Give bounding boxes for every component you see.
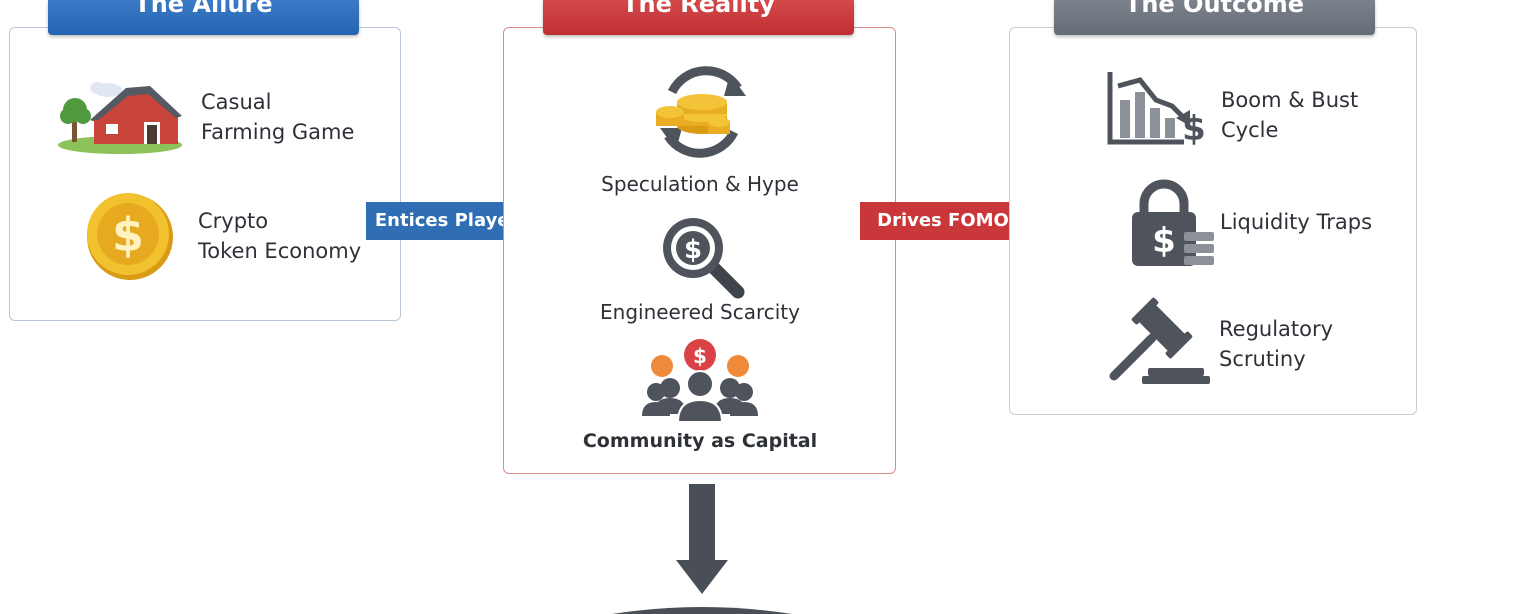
- allure-title: The Allure: [134, 0, 273, 18]
- allure-item-2-line1: Crypto: [198, 209, 269, 233]
- reality-item-1-label: Speculation & Hype: [601, 172, 799, 196]
- outcome-item-3-text: Regulatory Scrutiny: [1219, 314, 1333, 374]
- outcome-item-1-line1: Boom & Bust: [1221, 88, 1359, 112]
- gavel-icon: [1109, 297, 1210, 384]
- entices-arrow-label: Entices Players: [374, 210, 530, 231]
- outcome-item-1-text: Boom & Bust Cycle: [1221, 85, 1358, 145]
- magnifier-dollar-icon: $: [663, 218, 745, 299]
- allure-item-1-line1: Casual: [201, 90, 272, 114]
- svg-text:$: $: [1152, 221, 1176, 261]
- reality-item-3-label: Community as Capital: [582, 430, 818, 452]
- reality-item-2-label: Engineered Scarcity: [600, 300, 800, 324]
- allure-item-1-line2: Farming Game: [201, 120, 355, 144]
- svg-text:$: $: [1182, 109, 1206, 149]
- allure-item-1-text: Casual Farming Game: [201, 87, 354, 147]
- outcome-item-2-text: Liquidity Traps: [1220, 207, 1372, 237]
- outcome-item-1-line2: Cycle: [1221, 118, 1279, 142]
- falling-chart-icon: $: [1107, 72, 1206, 149]
- svg-text:$: $: [684, 235, 702, 265]
- allure-title-tab: The Allure: [48, 0, 359, 35]
- coin-cycle-icon: [656, 66, 746, 158]
- community-dollar-icon: $: [642, 339, 758, 423]
- svg-text:$: $: [693, 344, 707, 368]
- outcome-title: The Outcome: [1124, 0, 1305, 18]
- outcome-title-tab: The Outcome: [1054, 0, 1375, 35]
- allure-item-2-text: Crypto Token Economy: [198, 206, 361, 266]
- outcome-item-2-line1: Liquidity Traps: [1220, 210, 1373, 234]
- gold-coin-icon: $: [87, 193, 173, 280]
- reality-title-tab: The Reality: [543, 0, 854, 35]
- allure-panel: [9, 27, 401, 321]
- farm-barn-icon: [58, 82, 182, 154]
- outcome-panel: [1009, 27, 1417, 415]
- allure-item-2-line2: Token Economy: [198, 239, 362, 263]
- drives-fomo-arrow-label: Drives FOMO: [877, 210, 1009, 231]
- bottom-element-edge: [612, 607, 792, 614]
- reality-title: The Reality: [622, 0, 775, 18]
- padlock-dollar-icon: $: [1132, 179, 1214, 266]
- svg-text:$: $: [112, 208, 144, 262]
- outcome-item-3-line1: Regulatory: [1219, 317, 1334, 341]
- down-arrow: [676, 484, 728, 594]
- outcome-item-3-line2: Scrutiny: [1219, 347, 1306, 371]
